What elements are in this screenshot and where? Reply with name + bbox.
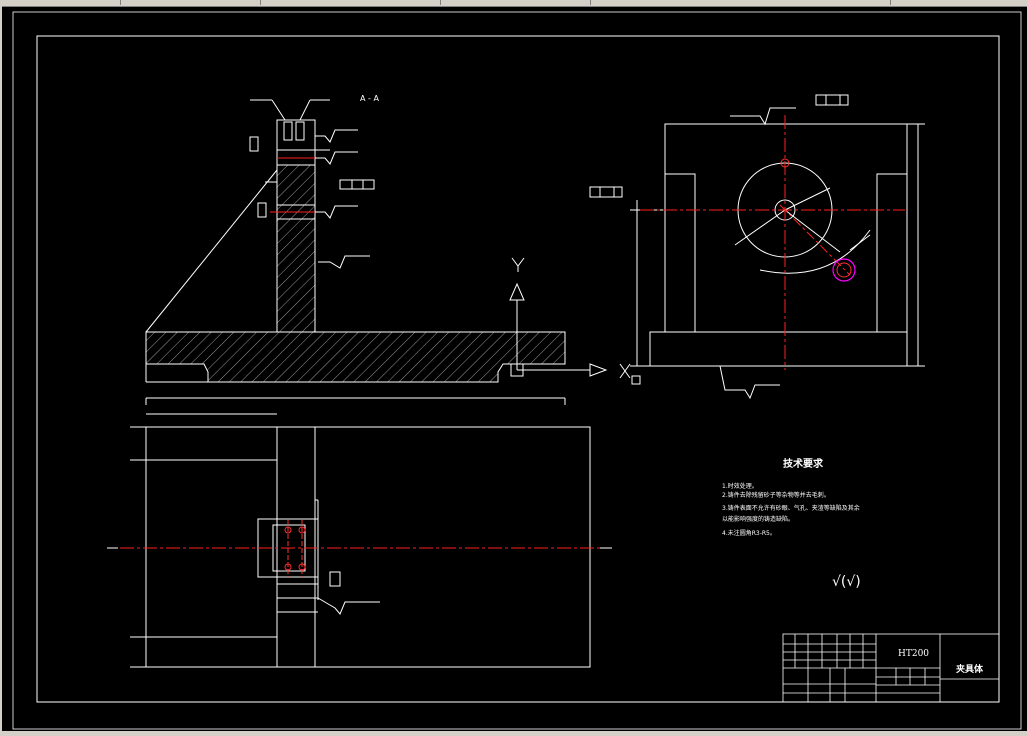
title-block bbox=[782, 633, 1000, 703]
side-diagonal-centerline bbox=[779, 204, 851, 276]
title-material: HT200 bbox=[898, 649, 929, 659]
window-left-edge bbox=[0, 6, 2, 731]
side-hole-magenta bbox=[832, 258, 856, 282]
toolbar-segment[interactable] bbox=[260, 0, 441, 5]
column-top bbox=[276, 119, 316, 166]
side-view bbox=[589, 94, 925, 400]
rib-line bbox=[145, 169, 278, 333]
toolbar-segment[interactable] bbox=[120, 0, 261, 5]
side-hole-top bbox=[780, 158, 790, 168]
title-part-name: 夹具体 bbox=[956, 663, 984, 675]
ucs-axes bbox=[509, 257, 631, 379]
tech-requirements: 技术要求 1.时效处理。 2.铸件去除残留砂子等杂物等并去毛刺。 3.铸件表面不… bbox=[722, 457, 861, 590]
column-section bbox=[276, 164, 316, 333]
section-label: A - A bbox=[360, 94, 379, 103]
toolbar-segment[interactable] bbox=[440, 0, 591, 5]
window-toolbar bbox=[0, 0, 1027, 7]
side-hole-inner bbox=[836, 262, 852, 278]
tech-req-item: 3.铸件表面不允许有砂眼、气孔、夹渣等缺陷及其余 bbox=[722, 504, 860, 512]
window-statusbar bbox=[0, 731, 1027, 736]
sheet-outer-border bbox=[12, 11, 1022, 730]
toolbar-segment[interactable] bbox=[590, 0, 891, 5]
sheet-inner-border bbox=[36, 35, 1000, 703]
plan-view bbox=[107, 397, 612, 668]
tech-req-item: 1.时效处理。 bbox=[722, 482, 758, 490]
base-section bbox=[145, 331, 566, 383]
toolbar-segment[interactable] bbox=[0, 0, 121, 5]
surface-finish-note: √(√) bbox=[832, 574, 861, 590]
tech-req-item: 2.铸件去除残留砂子等杂物等并去毛刺。 bbox=[722, 491, 830, 499]
tech-req-item: 4.未注圆角R3-R5。 bbox=[722, 529, 776, 537]
plan-holes bbox=[284, 520, 306, 577]
tech-req-title: 技术要求 bbox=[783, 457, 824, 470]
section-view-aa bbox=[145, 99, 566, 383]
tech-req-item: 以能影响强度的铸造缺陷。 bbox=[722, 515, 794, 523]
